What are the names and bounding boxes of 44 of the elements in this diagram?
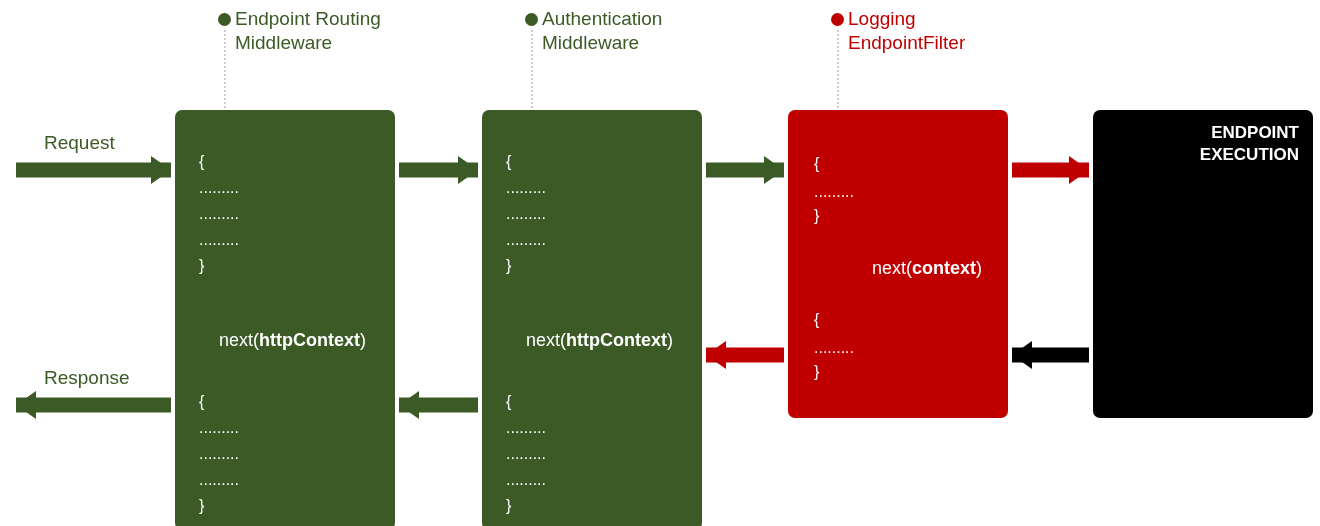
- code-line: .........: [199, 444, 239, 464]
- edge-label: Request: [44, 132, 115, 154]
- code-line: .........: [506, 418, 546, 438]
- box-title: ENDPOINT EXECUTION: [1198, 122, 1299, 166]
- code-line: }: [506, 256, 512, 276]
- code-line: {: [199, 392, 205, 412]
- component-heading: Endpoint Routing Middleware: [235, 7, 382, 55]
- code-line: .........: [506, 204, 546, 224]
- edge-label: Response: [44, 367, 130, 389]
- code-line: .........: [199, 418, 239, 438]
- arrow: [706, 341, 784, 369]
- code-line: }: [506, 496, 512, 516]
- arrow: [16, 391, 171, 419]
- code-line: .........: [199, 230, 239, 250]
- arrow: [1012, 341, 1089, 369]
- code-call: next(httpContext): [526, 330, 673, 350]
- endpoint-box: [1093, 110, 1313, 418]
- code-line: {: [814, 154, 820, 174]
- code-line: .........: [814, 338, 854, 358]
- arrow: [399, 156, 478, 184]
- arrow: [399, 391, 478, 419]
- code-line: .........: [506, 178, 546, 198]
- code-line: .........: [199, 204, 239, 224]
- code-line: }: [814, 362, 820, 382]
- code-line: }: [199, 256, 205, 276]
- code-line: .........: [814, 182, 854, 202]
- code-call: next(httpContext): [219, 330, 366, 350]
- arrow: [1012, 156, 1089, 184]
- code-line: {: [814, 310, 820, 330]
- code-line: .........: [506, 230, 546, 250]
- code-line: .........: [199, 178, 239, 198]
- arrow: [16, 156, 171, 184]
- component-heading: Logging EndpointFilter: [848, 7, 967, 55]
- code-line: .........: [506, 444, 546, 464]
- component-heading: Authentication Middleware: [542, 7, 664, 55]
- code-line: {: [506, 392, 512, 412]
- code-line: .........: [506, 470, 546, 490]
- code-line: }: [814, 206, 820, 226]
- code-line: {: [506, 152, 512, 172]
- code-call: next(context): [872, 258, 983, 278]
- code-line: }: [199, 496, 205, 516]
- arrow: [706, 156, 784, 184]
- code-line: .........: [199, 470, 239, 490]
- code-line: {: [199, 152, 205, 172]
